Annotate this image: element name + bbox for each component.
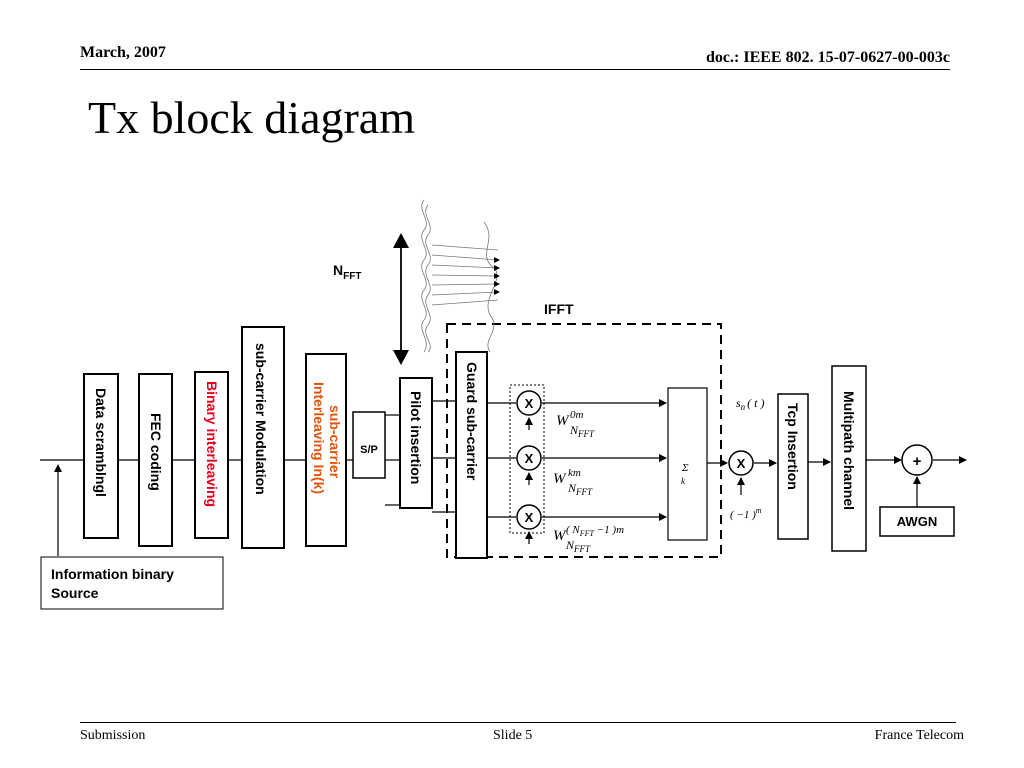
multiplier-symbol: X <box>737 456 746 471</box>
svg-text:( NFFT −1 )m: ( NFFT −1 )m <box>566 524 624 538</box>
header-date: March, 2007 <box>80 44 166 61</box>
sum-index: k <box>681 476 686 486</box>
neg1-label: ( −1 )m <box>730 506 762 521</box>
multiplier-0: X <box>516 390 542 416</box>
info-source-label-2: Source <box>51 585 99 601</box>
awgn-label: AWGN <box>897 514 937 529</box>
multiplier-k: X <box>516 445 542 471</box>
multipath-channel-block <box>831 365 867 552</box>
sum-symbol: Σ <box>681 462 689 474</box>
nfft-label: NFFT <box>333 262 361 282</box>
svg-text:0m: 0m <box>570 409 584 421</box>
ifft-boundary <box>446 323 722 558</box>
subcarrier-modulation-block <box>241 326 285 549</box>
svg-text:NFFT: NFFT <box>569 423 595 439</box>
output-multiplier: X <box>728 450 754 476</box>
data-scrambling-label: Data scramblngl <box>93 388 109 497</box>
subcarrier-interleaving-block <box>305 353 347 547</box>
tcp-insertion-block <box>777 393 809 540</box>
signal-sn-label: sn( t ) <box>736 396 765 412</box>
info-source-block <box>40 556 224 610</box>
guard-subcarrier-label: Guard sub-carrier <box>464 362 480 481</box>
subcarrier-arrowheads <box>494 257 500 295</box>
footer-rule <box>80 722 956 723</box>
svg-text:NFFT: NFFT <box>565 538 591 554</box>
binary-interleaving-block <box>194 371 229 539</box>
svg-text:W: W <box>553 528 567 544</box>
sum-block <box>667 387 708 541</box>
svg-text:W: W <box>553 471 567 487</box>
svg-text:NFFT: NFFT <box>567 481 593 497</box>
fec-coding-label: FEC coding <box>148 413 164 491</box>
twiddle-wn: W ( NFFT −1 )m NFFT <box>553 524 624 554</box>
multiplier-n: X <box>516 504 542 530</box>
subcarrier-wave-sketch <box>421 199 499 353</box>
subcarrier-modulation-label: sub-carrier Modulation <box>253 343 269 495</box>
awgn-block <box>879 506 955 537</box>
multiplier-symbol: X <box>525 451 534 466</box>
twiddle-w0: W 0m NFFT <box>556 409 595 439</box>
multiplier-group <box>509 384 545 534</box>
footer-left: Submission <box>80 728 146 743</box>
subcarrier-interleaving-label-2: Interleaving In(k) <box>311 382 327 494</box>
guard-subcarrier-block <box>455 351 488 559</box>
binary-interleaving-label: Binary interleaving <box>204 381 220 507</box>
tcp-insertion-label: Tcp Insertion <box>785 403 801 490</box>
header-rule <box>80 69 950 70</box>
noise-adder: + <box>901 444 933 476</box>
pilot-insertion-label: Pilot insertion <box>408 391 424 484</box>
slide-title: Tx block diagram <box>88 92 416 143</box>
multipath-channel-label: Multipath channel <box>841 391 857 510</box>
subcarrier-interleaving-label-1: sub-carrier <box>327 405 343 479</box>
ifft-label: IFFT <box>544 301 574 317</box>
footer-slide-number: Slide 5 <box>493 728 533 743</box>
plus-symbol: + <box>913 453 922 470</box>
footer-right: France Telecom <box>874 728 964 743</box>
nfft-arrow-head-up <box>393 233 409 248</box>
nfft-arrow-head-down <box>393 350 409 365</box>
twiddle-wk: W km NFFT <box>553 467 593 497</box>
fec-coding-block <box>138 373 173 547</box>
multiplier-symbol: X <box>525 396 534 411</box>
sp-block <box>352 411 386 479</box>
info-source-label-1: Information binary <box>51 566 174 582</box>
pilot-insertion-block <box>399 377 433 509</box>
header-doc-id: doc.: IEEE 802. 15-07-0627-00-003c <box>706 49 950 66</box>
data-scrambling-block <box>83 373 119 539</box>
svg-text:km: km <box>568 467 581 479</box>
svg-text:W: W <box>556 413 570 429</box>
multiplier-symbol: X <box>525 510 534 525</box>
sp-label: S/P <box>360 444 378 456</box>
